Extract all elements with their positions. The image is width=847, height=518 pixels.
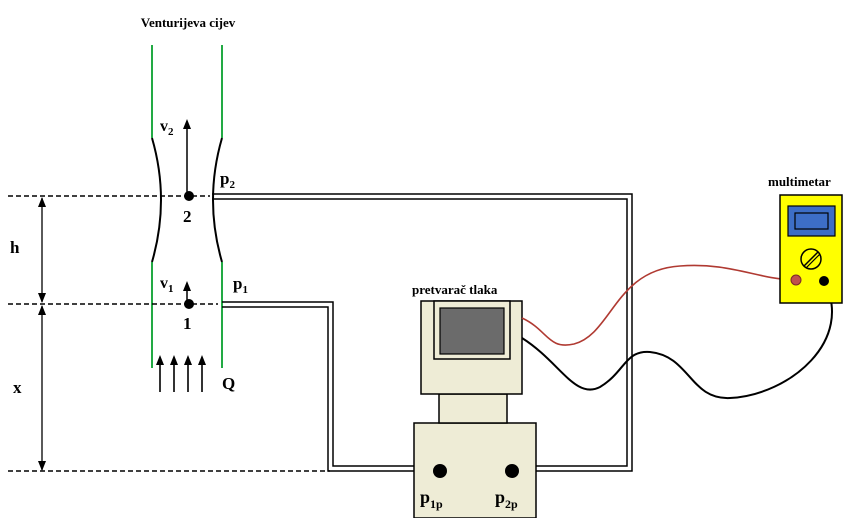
point-2-marker [184, 191, 194, 201]
label-v2: v2 [160, 118, 174, 138]
point-1-label: 1 [183, 314, 192, 333]
label-h: h [10, 238, 20, 257]
flow-arrows [156, 355, 206, 392]
black-wire [521, 280, 833, 400]
red-wire [521, 264, 797, 346]
multimeter-dial-pointer-2 [805, 253, 821, 269]
multimeter-dial [800, 248, 822, 270]
dimension-x [38, 305, 46, 471]
venturi-tube [151, 45, 223, 368]
multimeter-probe-black [819, 276, 829, 286]
port-p2p [505, 464, 519, 478]
throat-wall-right [212, 137, 223, 263]
multimeter-dial-pointer [803, 251, 819, 267]
transducer-neck [438, 393, 508, 424]
point-1-marker [184, 299, 194, 309]
multimeter-label: multimetar [768, 174, 831, 189]
multimeter-display [794, 212, 829, 230]
label-p1: p1 [233, 274, 248, 296]
point-2-label: 2 [183, 207, 192, 226]
velocity-arrow-v1 [183, 281, 191, 302]
label-v1: v1 [160, 275, 174, 295]
label-Q: Q [222, 374, 235, 393]
multimeter [779, 194, 843, 304]
diagram-title: Venturijeva cijev [141, 15, 236, 30]
pressure-tube-p1 [222, 301, 440, 472]
label-p1p: p1p [420, 487, 443, 511]
velocity-arrow-v2 [183, 119, 191, 196]
label-p2p: p2p [495, 487, 518, 511]
transducer-screen [439, 307, 505, 355]
pressure-transducer [413, 300, 537, 518]
pressure-tube-p2 [212, 193, 633, 472]
label-x: x [13, 378, 22, 397]
port-p1p [433, 464, 447, 478]
throat-wall-left [151, 137, 162, 263]
multimeter-probe-red [790, 274, 802, 286]
label-p2: p2 [220, 169, 235, 191]
dimension-h [38, 197, 46, 303]
transducer-label: pretvarač tlaka [412, 282, 498, 297]
